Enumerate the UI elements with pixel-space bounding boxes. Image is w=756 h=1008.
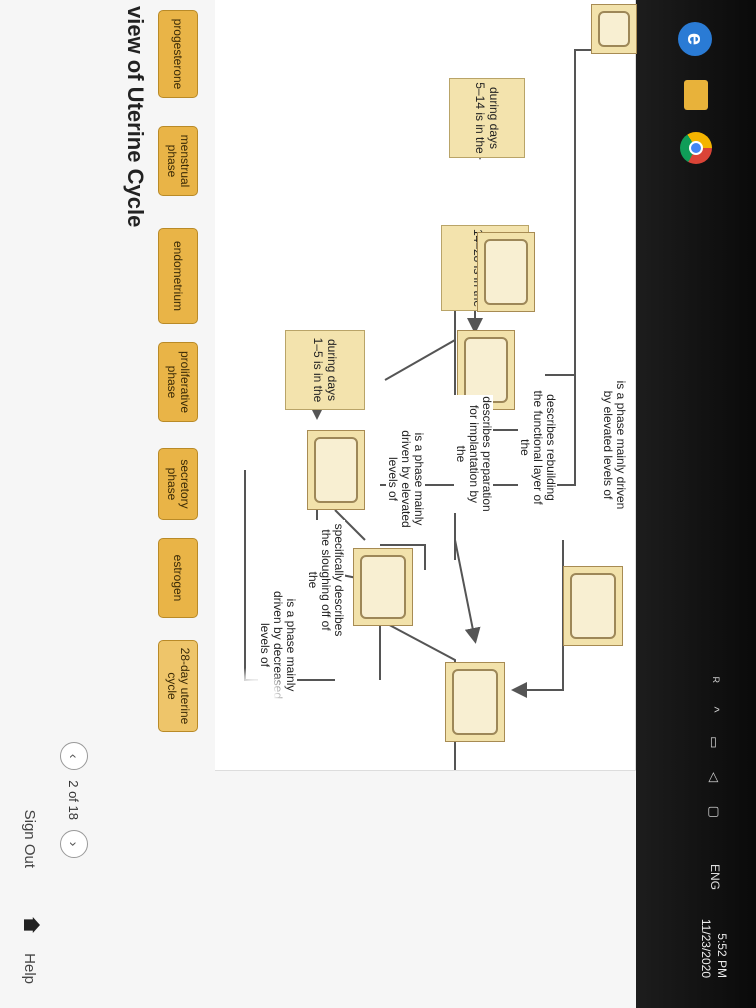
drop-zone-row1-phase[interactable] — [307, 430, 365, 510]
term-progesterone[interactable]: progesterone — [158, 10, 198, 98]
connector-label-elevated-2: is a phase mainly driven by elevated lev… — [601, 380, 628, 510]
connector-label-elevated-1: is a phase mainly driven by elevated lev… — [386, 420, 426, 538]
term-proliferative-phase[interactable]: proliferative phase — [158, 342, 198, 422]
label-days-1-5: during days 1–5 is in the — [285, 330, 365, 410]
next-page-button[interactable]: › — [60, 830, 88, 858]
file-explorer-icon[interactable] — [684, 80, 708, 110]
chevron-left-icon: ‹ — [66, 753, 82, 759]
system-tray[interactable]: ᴿ ^ ▭ ◁ ▢ — [707, 677, 722, 828]
clock[interactable]: 5:52 PM 11/23/2020 — [698, 919, 730, 978]
drop-zone-hormone-1[interactable] — [353, 548, 413, 626]
page-title: view of Uterine Cycle — [123, 6, 148, 228]
concept-map: during days 1–5 is in the specifically d… — [215, 0, 637, 771]
label-days-5-14: during days 5–14 is in the — [449, 78, 525, 158]
term-estrogen[interactable]: estrogen — [158, 538, 198, 618]
home-icon[interactable] — [24, 917, 40, 933]
language-indicator[interactable]: ENG — [708, 863, 722, 890]
chrome-browser-icon[interactable] — [680, 132, 712, 164]
previous-page-button[interactable]: ‹ — [60, 742, 88, 771]
chevron-right-icon: › — [66, 841, 82, 847]
page-counter: 2 of 18 — [66, 780, 82, 820]
connector-label-preparation: describes preparation for implantation b… — [454, 395, 494, 513]
screen-glare — [225, 666, 289, 730]
edge-browser-icon[interactable]: e — [678, 22, 712, 56]
drop-zone-endometrium[interactable] — [445, 662, 505, 742]
term-28-day-uterine-cycle[interactable]: 28-day uterine cycle — [158, 640, 198, 732]
term-menstrual-phase[interactable]: menstrual phase — [158, 126, 198, 196]
connector-label-sloughing: specifically describes the sloughing off… — [306, 520, 346, 640]
term-secretory-phase[interactable]: secretory phase — [158, 448, 198, 520]
term-bank: progesterone menstrual phase endometrium… — [140, 0, 210, 764]
page-navigator: ‹ 2 of 18 › — [60, 742, 88, 858]
activity-screen: during days 1–5 is in the specifically d… — [0, 0, 636, 1008]
drop-zone-row3-phase[interactable] — [477, 232, 535, 312]
sign-out-link[interactable]: Sign Out — [21, 809, 38, 868]
clock-time: 5:52 PM — [715, 933, 729, 978]
drop-zone-top[interactable] — [591, 4, 637, 54]
connector-label-rebuilding: describes rebuilding the functional laye… — [518, 385, 558, 510]
help-link[interactable]: Help — [21, 953, 38, 984]
drop-zone-hormone-2[interactable] — [563, 566, 623, 646]
term-endometrium[interactable]: endometrium — [158, 228, 198, 324]
windows-taskbar: e ᴿ ^ ▭ ◁ ▢ ENG 5:52 PM 11/23/2020 — [636, 0, 756, 1008]
clock-date: 11/23/2020 — [699, 918, 713, 978]
